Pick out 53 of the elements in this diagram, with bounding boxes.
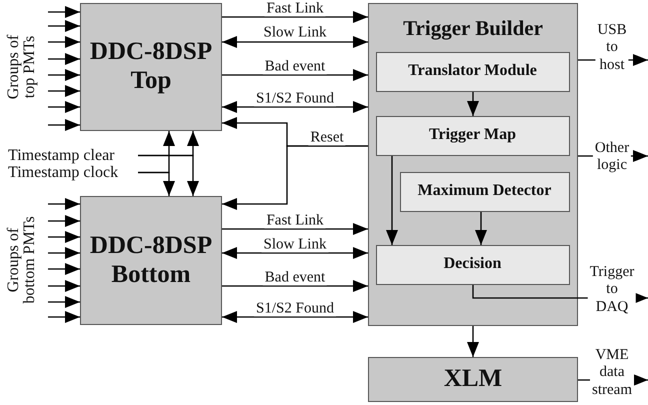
- arrow: [48, 263, 80, 275]
- module-box: DDC-8DSP Bottom: [80, 196, 222, 325]
- edge-label: Fast Link: [264, 214, 326, 228]
- arrow: [48, 20, 80, 32]
- arrow: [48, 119, 80, 131]
- arrow: [48, 198, 80, 210]
- arrow: [386, 156, 398, 245]
- arrow: [222, 311, 368, 323]
- input-group-label: Groups of bottom PMTs: [6, 215, 38, 306]
- arrow: [48, 296, 80, 308]
- arrow: [222, 145, 368, 210]
- edge-label: Reset: [308, 130, 346, 146]
- signal-label: Timestamp clear: [8, 147, 136, 164]
- edge-label: Trigger to DAQ: [588, 264, 636, 316]
- arrow: [48, 311, 80, 323]
- arrow: [48, 231, 80, 243]
- arrow: [48, 215, 80, 227]
- arrow: [467, 326, 479, 357]
- edge-label: Slow Link: [262, 238, 328, 252]
- input-group-label: Groups of top PMTs: [6, 34, 38, 102]
- arrow: [222, 280, 368, 292]
- edge-label: Fast Link: [264, 2, 326, 16]
- group-box: Trigger Builder Translator Module Trigger Map Maximum Detector Decision: [368, 3, 578, 326]
- arrow: [48, 247, 80, 259]
- process-box: Trigger Map: [376, 116, 570, 156]
- arrow: [48, 53, 80, 65]
- arrow: [222, 247, 368, 259]
- process-box: Translator Module: [376, 52, 570, 92]
- edge-label: S1/S2 Found: [254, 92, 336, 106]
- arrow: [48, 36, 80, 48]
- signal-label: Timestamp clock: [8, 164, 136, 181]
- arrow: [48, 280, 80, 292]
- arrow: [222, 223, 368, 235]
- arrow: [222, 69, 368, 81]
- process-box: Maximum Detector: [400, 172, 570, 212]
- process-box: Decision: [376, 244, 570, 284]
- arrow: [222, 36, 368, 48]
- arrow: [467, 92, 479, 116]
- arrow: [222, 101, 368, 113]
- arrow: [48, 6, 80, 18]
- edge-label: Other logic: [592, 140, 632, 174]
- module-box: XLM: [368, 357, 578, 402]
- arrow: [138, 172, 175, 196]
- arrow: [48, 101, 80, 113]
- edge-label: Bad event: [262, 60, 328, 74]
- arrow: [48, 85, 80, 97]
- arrow: [222, 11, 368, 23]
- arrow: [475, 212, 487, 245]
- arrow: [48, 69, 80, 81]
- module-box: DDC-8DSP Top: [80, 3, 222, 131]
- edge-label: Bad event: [262, 270, 328, 286]
- arrow: [138, 154, 199, 196]
- edge-label: S1/S2 Found: [254, 302, 336, 316]
